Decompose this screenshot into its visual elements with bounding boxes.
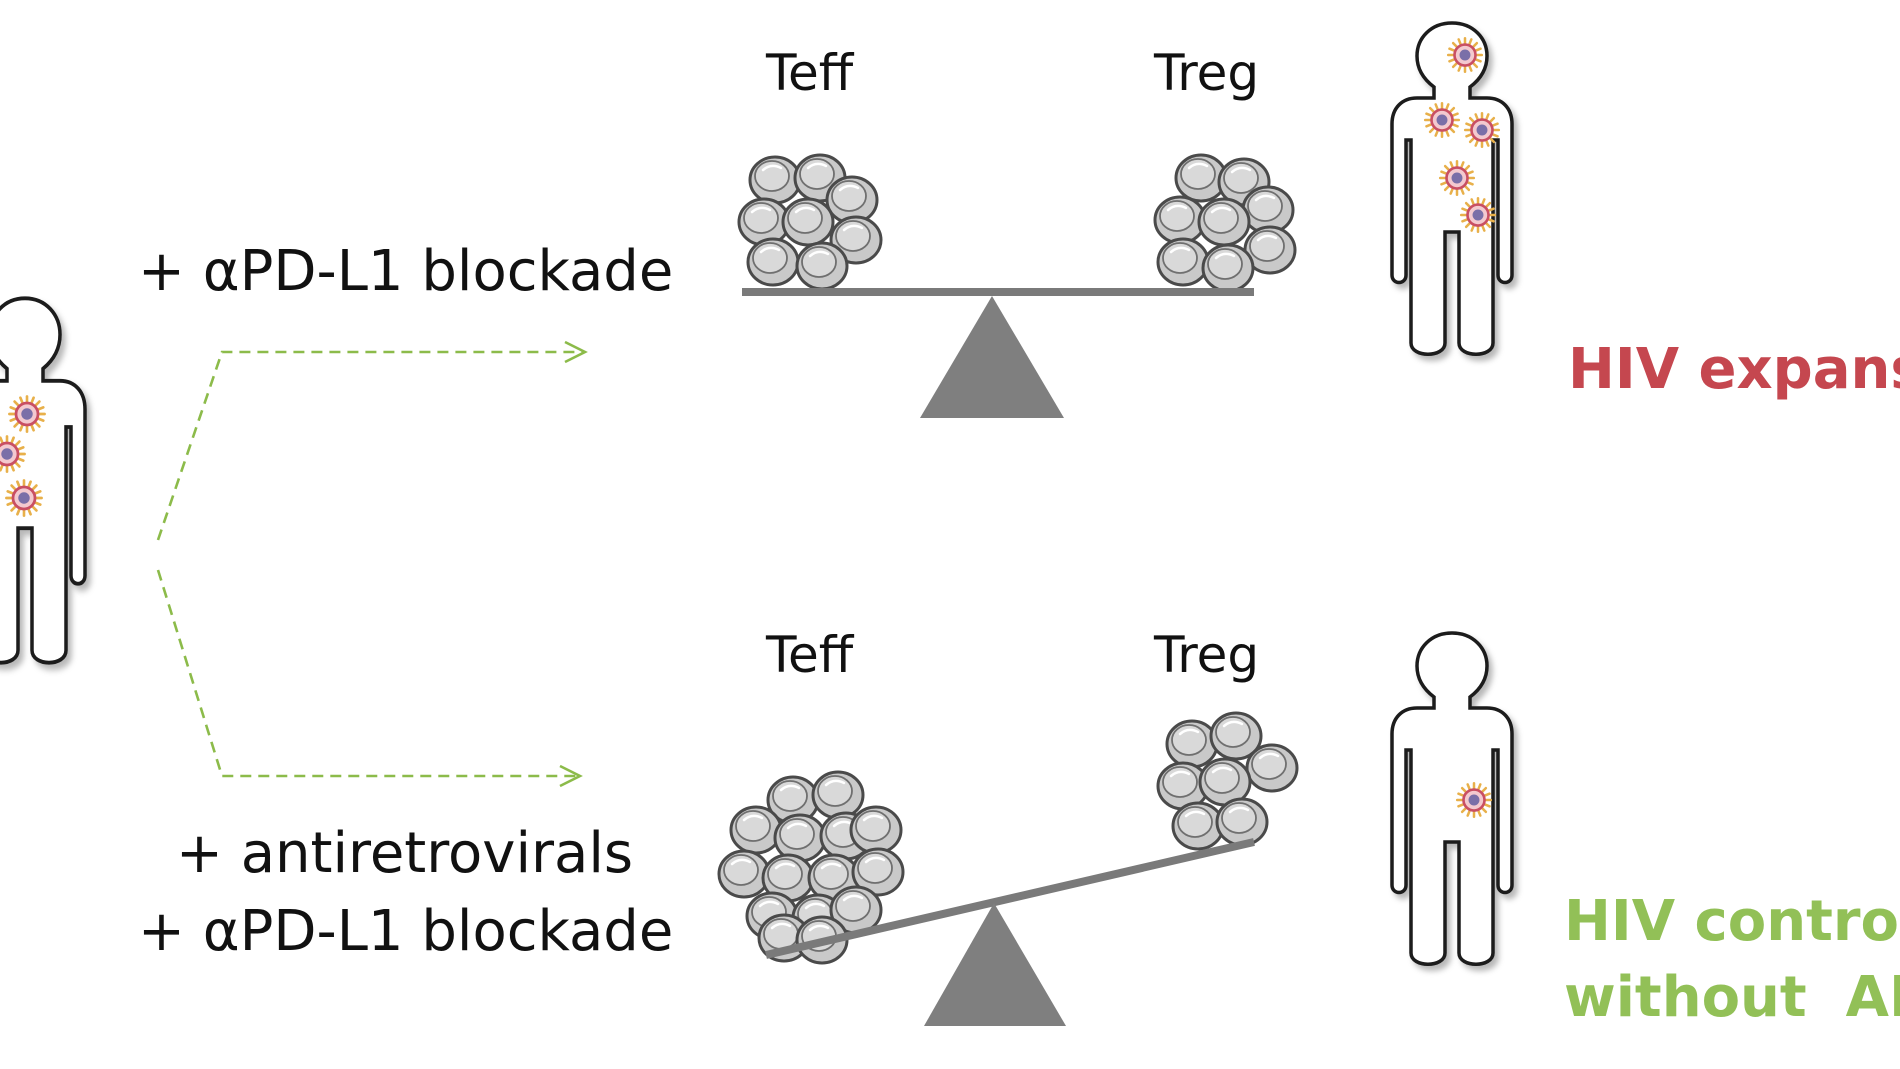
t-cell-icon bbox=[1245, 743, 1299, 793]
virus-icon bbox=[5, 479, 43, 517]
t-cell-icon bbox=[729, 805, 783, 855]
treg-cell-cluster-top bbox=[1153, 153, 1297, 293]
treatment-label-top: + αPD-L1 blockade bbox=[138, 239, 673, 304]
t-cell-icon bbox=[1171, 801, 1225, 851]
virus-icon bbox=[1423, 101, 1461, 139]
outcome-label-control-line1: HIV control bbox=[1564, 889, 1900, 954]
arrow-to-bottom bbox=[156, 569, 583, 788]
t-cell-icon bbox=[781, 197, 835, 247]
patient-figure-bottom-right bbox=[1390, 631, 1514, 966]
balance-bottom: Teff Treg bbox=[717, 626, 1299, 1026]
virus-icon bbox=[1459, 196, 1497, 234]
teff-cell-cluster-top bbox=[737, 153, 883, 291]
t-cell-icon bbox=[1156, 237, 1210, 287]
t-cell-icon bbox=[849, 805, 903, 855]
treg-label-bottom: Treg bbox=[1153, 626, 1259, 684]
virus-icon bbox=[8, 395, 46, 433]
fulcrum-bottom bbox=[924, 903, 1066, 1026]
teff-cell-cluster-bottom bbox=[717, 770, 905, 965]
arrow-to-top bbox=[156, 340, 588, 541]
t-cell-icon bbox=[748, 155, 802, 205]
t-cell-icon bbox=[717, 849, 771, 899]
treg-label-top: Treg bbox=[1153, 44, 1259, 102]
patient-figure bbox=[0, 296, 87, 665]
t-cell-icon bbox=[795, 241, 849, 291]
outcome-label-control-line2: without ART bbox=[1564, 965, 1900, 1030]
outcome-label-expansion: HIV expansion bbox=[1568, 337, 1900, 402]
t-cell-icon bbox=[1215, 797, 1269, 847]
t-cell-icon bbox=[811, 770, 865, 820]
virus-icon bbox=[1455, 781, 1493, 819]
virus-group-bottom-right bbox=[1455, 781, 1493, 819]
t-cell-icon bbox=[1201, 243, 1255, 293]
teff-label-top: Teff bbox=[765, 44, 855, 102]
t-cell-icon bbox=[1165, 719, 1219, 769]
treg-cell-cluster-bottom bbox=[1156, 711, 1299, 851]
person-icon bbox=[1390, 631, 1514, 966]
teff-label-bottom: Teff bbox=[765, 626, 855, 684]
t-cell-icon bbox=[746, 237, 800, 287]
t-cell-icon bbox=[1197, 197, 1251, 247]
virus-icon bbox=[1438, 159, 1476, 197]
virus-icon bbox=[1446, 36, 1484, 74]
person-icon bbox=[0, 296, 87, 665]
branch-arrows bbox=[156, 340, 588, 788]
balance-top: Teff Treg bbox=[737, 44, 1297, 418]
treatment-label-bottom-line2: + αPD-L1 blockade bbox=[138, 899, 673, 964]
fulcrum-top bbox=[920, 296, 1064, 418]
virus-icon bbox=[1463, 111, 1501, 149]
t-cell-icon bbox=[1153, 195, 1207, 245]
balance-beam-bottom bbox=[765, 838, 1255, 959]
treatment-label-bottom-line1: + antiretrovirals bbox=[176, 821, 633, 886]
